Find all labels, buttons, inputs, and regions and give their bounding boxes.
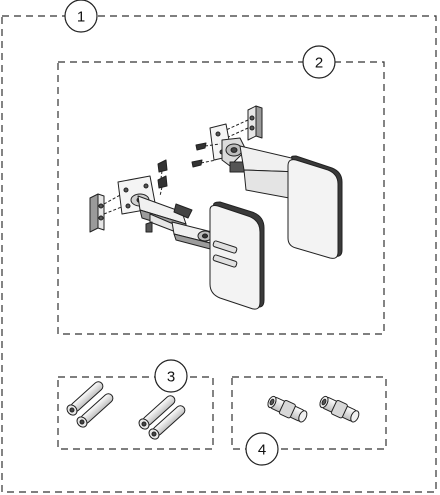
callout-3: 3 (154, 359, 188, 393)
connector-2 (319, 395, 360, 423)
callout-4-label: 4 (258, 442, 266, 459)
left-mount-tab (89, 193, 105, 233)
arm-assembly (89, 105, 343, 310)
callout-1: 1 (64, 0, 98, 33)
connector-set (267, 395, 360, 423)
mounting-screws (157, 142, 221, 197)
screws-boundary (57, 376, 214, 450)
screw-3 (138, 395, 176, 430)
connector-1 (267, 395, 308, 423)
callout-3-label: 3 (167, 369, 175, 386)
connectors-boundary (231, 376, 387, 450)
callout-4: 4 (245, 432, 279, 466)
right-mount-tab (247, 105, 263, 141)
screw-1 (66, 381, 104, 416)
left-pad (209, 201, 265, 310)
screw-set (66, 381, 186, 440)
left-swing-arm (137, 195, 215, 251)
callout-2-label: 2 (315, 55, 323, 72)
right-pad (287, 155, 343, 259)
arm-assembly-boundary (57, 61, 385, 335)
screw-2 (76, 393, 114, 428)
callout-2: 2 (302, 45, 336, 79)
screw-4 (148, 405, 186, 440)
callout-1-label: 1 (77, 9, 85, 26)
right-bracket (209, 123, 247, 173)
kit-boundary (1, 15, 437, 493)
